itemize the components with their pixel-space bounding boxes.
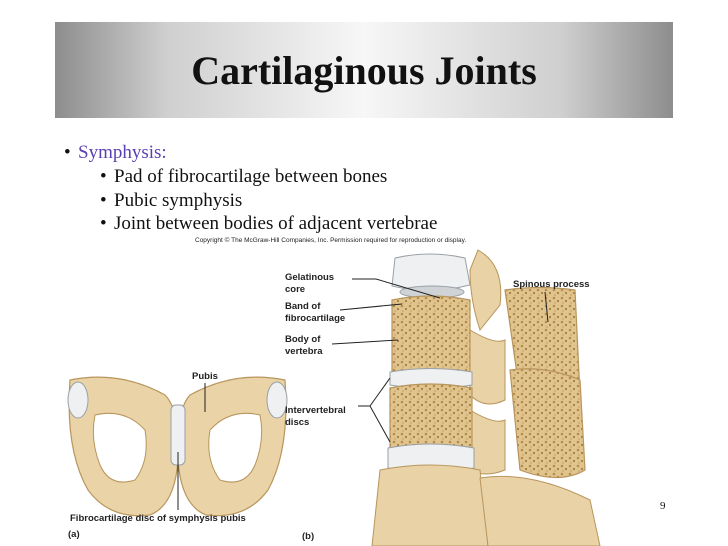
label-panel-b: (b) [302, 531, 315, 542]
label-fibrocartilage-disc: Fibrocartilage disc of symphysis pubis [70, 513, 246, 524]
leader-lines [177, 278, 549, 510]
label-line: fibrocartilage [285, 313, 346, 324]
bullet-item-1: • Pad of fibrocartilage between bones [100, 166, 387, 188]
label-line: discs [285, 417, 310, 428]
title-bar: Cartilaginous Joints [55, 22, 673, 118]
label-intervertebral-discs: Intervertebral discs [285, 405, 346, 429]
bullet-item-text: Joint between bodies of adjacent vertebr… [114, 213, 438, 234]
symphysis-heading: Symphysis: [78, 142, 167, 163]
bullet-item-2: • Pubic symphysis [100, 190, 242, 212]
bullet-dot-icon: • [100, 166, 107, 187]
label-line: vertebra [285, 346, 323, 357]
label-panel-a: (a) [68, 529, 80, 540]
bullet-item-text: Pad of fibrocartilage between bones [114, 166, 388, 187]
bullet-item-text: Pubic symphysis [114, 190, 243, 211]
label-spinous-process: Spinous process [513, 279, 590, 290]
label-line: Body of [285, 334, 321, 345]
label-line: Intervertebral [285, 405, 346, 416]
bullet-dot-icon: • [100, 213, 107, 234]
bullet-symphysis: • Symphysis: [64, 142, 167, 164]
label-gelatinous-core: Gelatinous core [285, 272, 334, 296]
vertebrae-drawing [371, 249, 601, 546]
label-line: core [285, 284, 306, 295]
page-number: 9 [660, 500, 666, 512]
label-line: Gelatinous [285, 272, 335, 283]
label-pubis: Pubis [192, 371, 218, 382]
label-line: Band of [285, 301, 321, 312]
slide-title: Cartilaginous Joints [191, 47, 537, 93]
bullet-dot-icon: • [64, 142, 71, 163]
copyright-note: Copyright © The McGraw-Hill Companies, I… [195, 237, 467, 244]
label-band-fibrocartilage: Band of fibrocartilage [285, 301, 345, 325]
bullet-item-3: • Joint between bodies of adjacent verteb… [100, 213, 437, 235]
label-body-vertebra: Body of vertebra [285, 334, 323, 358]
bullet-dot-icon: • [100, 190, 107, 211]
